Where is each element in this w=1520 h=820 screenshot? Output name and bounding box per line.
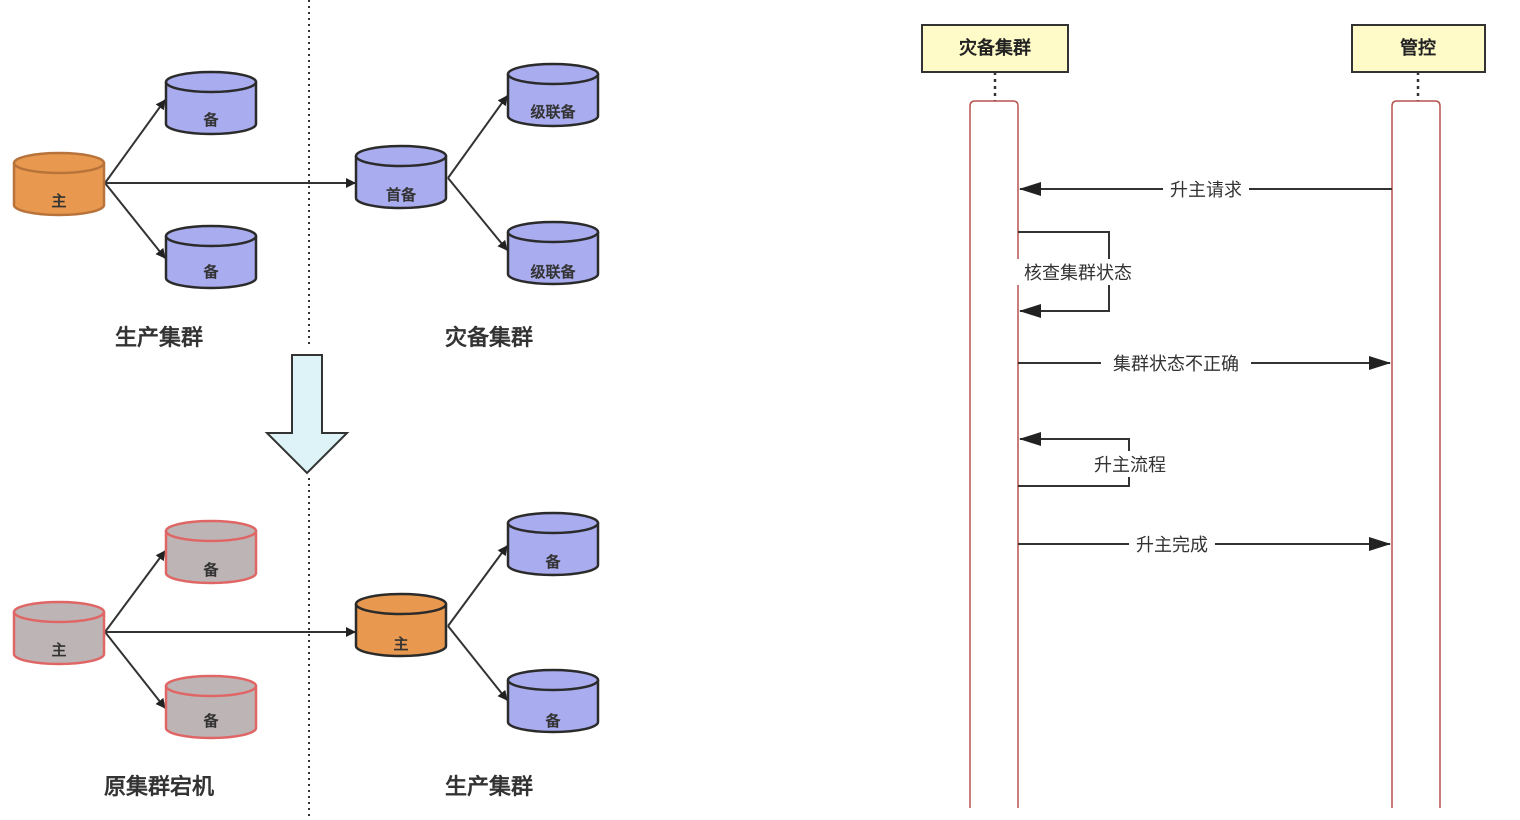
edge-new-primary-to-replica-lower [447,625,508,701]
edge-primary-to-replica-lower [104,182,166,259]
message-label-check-state: 核查集群状态 [1024,263,1132,284]
actor-label-control: 管控 [1400,37,1436,59]
cluster-label-production-new: 生产集群 [445,774,533,800]
cluster-label-production: 生产集群 [115,325,203,351]
message-label-promotion-process: 升主流程 [1094,455,1166,476]
db-label: 级联备 [530,103,576,121]
db-cascade-standby: 级联备 [506,220,600,286]
db-new-primary: 主 [354,592,448,658]
db-label: 级联备 [530,263,576,281]
message-label-promotion-complete: 升主完成 [1136,535,1208,556]
edge-old-primary-to-replica-lower [104,631,166,709]
db-label: 主 [51,192,66,210]
top-topology: 主 备 备 首备 级联备 级联备 生产集群 灾备集群 [12,0,600,351]
db-old-replica-down: 备 [164,674,258,740]
edge-primary-to-replica-upper [104,99,166,184]
sequence-diagram: 灾备集群 管控 升主请求 核查集群状态 集群状态不正确 升主流程 升主完成 [921,24,1486,808]
db-label: 备 [544,553,561,571]
db-old-primary-down: 主 [12,600,106,666]
db-label: 备 [202,561,219,579]
db-new-replica: 备 [506,511,600,577]
db-label: 首备 [386,186,417,204]
transition-down-arrow [264,354,350,475]
cluster-label-original-down: 原集群宕机 [104,774,214,800]
message-label-bg [1129,532,1215,556]
db-label: 备 [544,712,561,730]
db-label: 备 [202,111,219,129]
message-label-state-incorrect: 集群状态不正确 [1113,354,1239,375]
activation-bar-control [1391,100,1441,808]
db-primary: 主 [12,151,106,217]
cluster-label-dr: 灾备集群 [445,325,533,351]
message-label-bg [1163,177,1249,201]
actor-label-dr-cluster: 灾备集群 [959,37,1031,59]
edges-top [104,95,508,259]
edge-first-standby-to-cascade-lower [447,177,508,251]
message-label-bg [1087,451,1173,477]
activation-bar-dr-cluster [969,100,1019,808]
db-old-replica-down: 备 [164,519,258,585]
message-label-promote-request: 升主请求 [1170,180,1242,201]
bottom-topology: 主 备 备 主 备 备 原集群宕机 生产集群 [12,478,600,818]
db-cascade-standby: 级联备 [506,62,600,128]
db-new-replica: 备 [506,668,600,734]
edge-old-primary-to-replica-upper [104,550,166,633]
actor-box-dr-cluster [921,24,1069,73]
edge-new-primary-to-replica-upper [447,545,508,627]
db-label: 主 [393,635,408,653]
message-label-bg [1016,259,1140,285]
db-replica: 备 [164,70,258,136]
db-label: 备 [202,263,219,281]
edges-bottom [104,545,508,709]
db-first-standby: 首备 [354,144,448,210]
db-label: 备 [202,712,219,730]
message-label-bg [1101,351,1251,375]
db-replica: 备 [164,224,258,290]
edge-first-standby-to-cascade-upper [447,95,508,179]
actor-box-control [1351,24,1486,73]
db-label: 主 [51,641,66,659]
